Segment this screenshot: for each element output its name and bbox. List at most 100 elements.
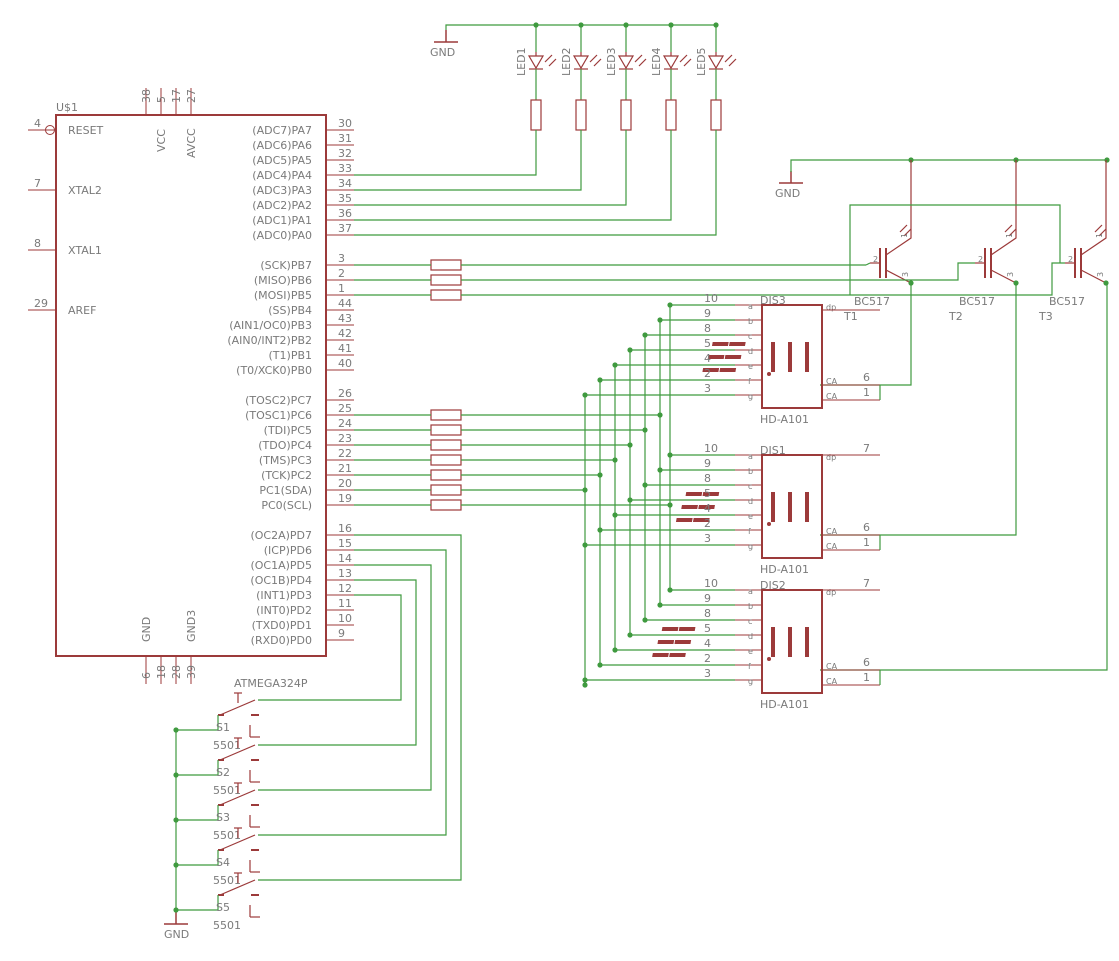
- mcu-pin-number: 5: [155, 96, 168, 103]
- mcu-pin-name: (TDO)PC4: [258, 439, 312, 452]
- series-resistor: [430, 469, 462, 481]
- display-pin-name: dp: [826, 303, 836, 312]
- switch-signal-wire: [258, 594, 402, 701]
- mcu-pin-name: (INT0)PD2: [256, 604, 312, 617]
- led-light-arrow: [593, 58, 602, 67]
- transistor-pin-number: 1: [1005, 233, 1014, 238]
- transistor-pin-number: 1: [900, 233, 909, 238]
- transistor-part: BC517: [959, 295, 995, 308]
- mcu-pin-number: 19: [338, 492, 352, 505]
- mcu-pin-number: 8: [34, 237, 41, 250]
- mcu-pin-number: 2: [338, 267, 345, 280]
- junction: [173, 772, 179, 778]
- switch-ground-wire: [176, 850, 219, 866]
- emitter-wire: [820, 283, 1017, 536]
- led-diode-symbol: [617, 55, 635, 70]
- display-part: HD-A101: [760, 563, 809, 576]
- mcu-pin-name: (OC1B)PD4: [250, 574, 312, 587]
- display-pin-number: 4: [704, 502, 711, 515]
- led-light-arrow: [724, 54, 733, 63]
- series-resistor: [430, 439, 462, 451]
- display-decimal-point: [767, 522, 771, 526]
- display-segment: [805, 627, 809, 657]
- transistor-ref: T1: [843, 310, 858, 323]
- display-segment: [669, 653, 686, 657]
- transistor-light-arrow: [899, 224, 908, 233]
- led-label: LED3: [605, 47, 618, 76]
- display-segment-name: a: [748, 587, 753, 596]
- switch-signal-wire: [258, 579, 417, 746]
- display-pin-number: 2: [704, 367, 711, 380]
- switch-ground-wire: [176, 715, 219, 731]
- junction: [1104, 157, 1110, 163]
- transistor-pin-number: 3: [1006, 272, 1015, 277]
- mcu-pin-name: (TXD0)PD1: [252, 619, 312, 632]
- mcu-pin-name: (TMS)PC3: [259, 454, 312, 467]
- display-part: HD-A101: [760, 413, 809, 426]
- mcu-pin-number: 43: [338, 312, 352, 325]
- display-pin-number: 4: [704, 637, 711, 650]
- mcu-pin-number: 42: [338, 327, 352, 340]
- mcu-pin-number: 39: [185, 665, 198, 679]
- led-resistor: [620, 99, 632, 131]
- switch-signal-wire: [258, 534, 462, 881]
- mcu-pin-name: PC1(SDA): [259, 484, 312, 497]
- mcu-pin-number: 21: [338, 462, 352, 475]
- mcu-pin-name: (ADC4)PA4: [252, 169, 312, 182]
- switch-ref: S3: [216, 811, 230, 824]
- display-segment-name: g: [748, 542, 753, 551]
- mcu-pin-number: 25: [338, 402, 352, 415]
- switch-part: 5501: [213, 874, 241, 887]
- junction: [597, 377, 603, 383]
- display-pin-number: 9: [704, 307, 711, 320]
- display-segment: [678, 627, 696, 631]
- transistor-collector: [885, 160, 912, 256]
- mcu-pin-number: 27: [185, 89, 198, 103]
- display-pin-number: 1: [863, 671, 870, 684]
- transistor-pin-number: 1: [1095, 233, 1104, 238]
- switch-lever: [219, 789, 256, 806]
- mcu-pin-number: 18: [155, 665, 168, 679]
- display-segment: [685, 492, 703, 496]
- display-segment: [771, 492, 775, 522]
- display-segment: [652, 653, 669, 657]
- display-segment: [675, 518, 693, 522]
- display-pin-name: CA: [826, 677, 838, 686]
- mcu-pin-name: AVCC: [185, 128, 198, 158]
- led-light-arrow: [728, 58, 737, 67]
- mcu-pin-number: 34: [338, 177, 352, 190]
- display-segment: [674, 640, 692, 644]
- junction: [642, 617, 648, 623]
- switch-lever: [219, 699, 256, 716]
- display-pin-name: dp: [826, 453, 836, 462]
- mcu-pin-number: 17: [170, 89, 183, 103]
- transistor-pin-number: 2: [978, 255, 983, 264]
- transistor-emitter: [1080, 269, 1107, 284]
- mcu-pin-number: 30: [338, 117, 352, 130]
- mcu-pin-name: XTAL2: [68, 184, 102, 197]
- display-pin-number: 10: [704, 442, 718, 455]
- mcu-pin-number: 14: [338, 552, 352, 565]
- port-a-wire: [354, 145, 537, 176]
- display-body: [761, 454, 823, 559]
- mcu-pin-number: 12: [338, 582, 352, 595]
- mcu-pin-name: AREF: [68, 304, 96, 317]
- switch-ground-wire: [176, 895, 219, 911]
- display-pin-number: 9: [704, 592, 711, 605]
- display-pin-number: 5: [704, 337, 711, 350]
- junction: [667, 302, 673, 308]
- mcu-pin-number: 22: [338, 447, 352, 460]
- transistor-pin-number: 2: [873, 255, 878, 264]
- led-light-arrow: [548, 58, 557, 67]
- led-light-arrow: [679, 54, 688, 63]
- switch-ref: S1: [216, 721, 230, 734]
- mcu-pin-name: GND3: [185, 610, 198, 642]
- mcu-pin-name: GND: [140, 617, 153, 642]
- switch-part: 5501: [213, 919, 241, 932]
- mcu-pin-number: 11: [338, 597, 352, 610]
- display-pin-number: 6: [863, 521, 870, 534]
- display-segment: [771, 342, 775, 372]
- series-resistor: [430, 499, 462, 511]
- junction: [173, 907, 179, 913]
- series-resistor: [430, 274, 462, 286]
